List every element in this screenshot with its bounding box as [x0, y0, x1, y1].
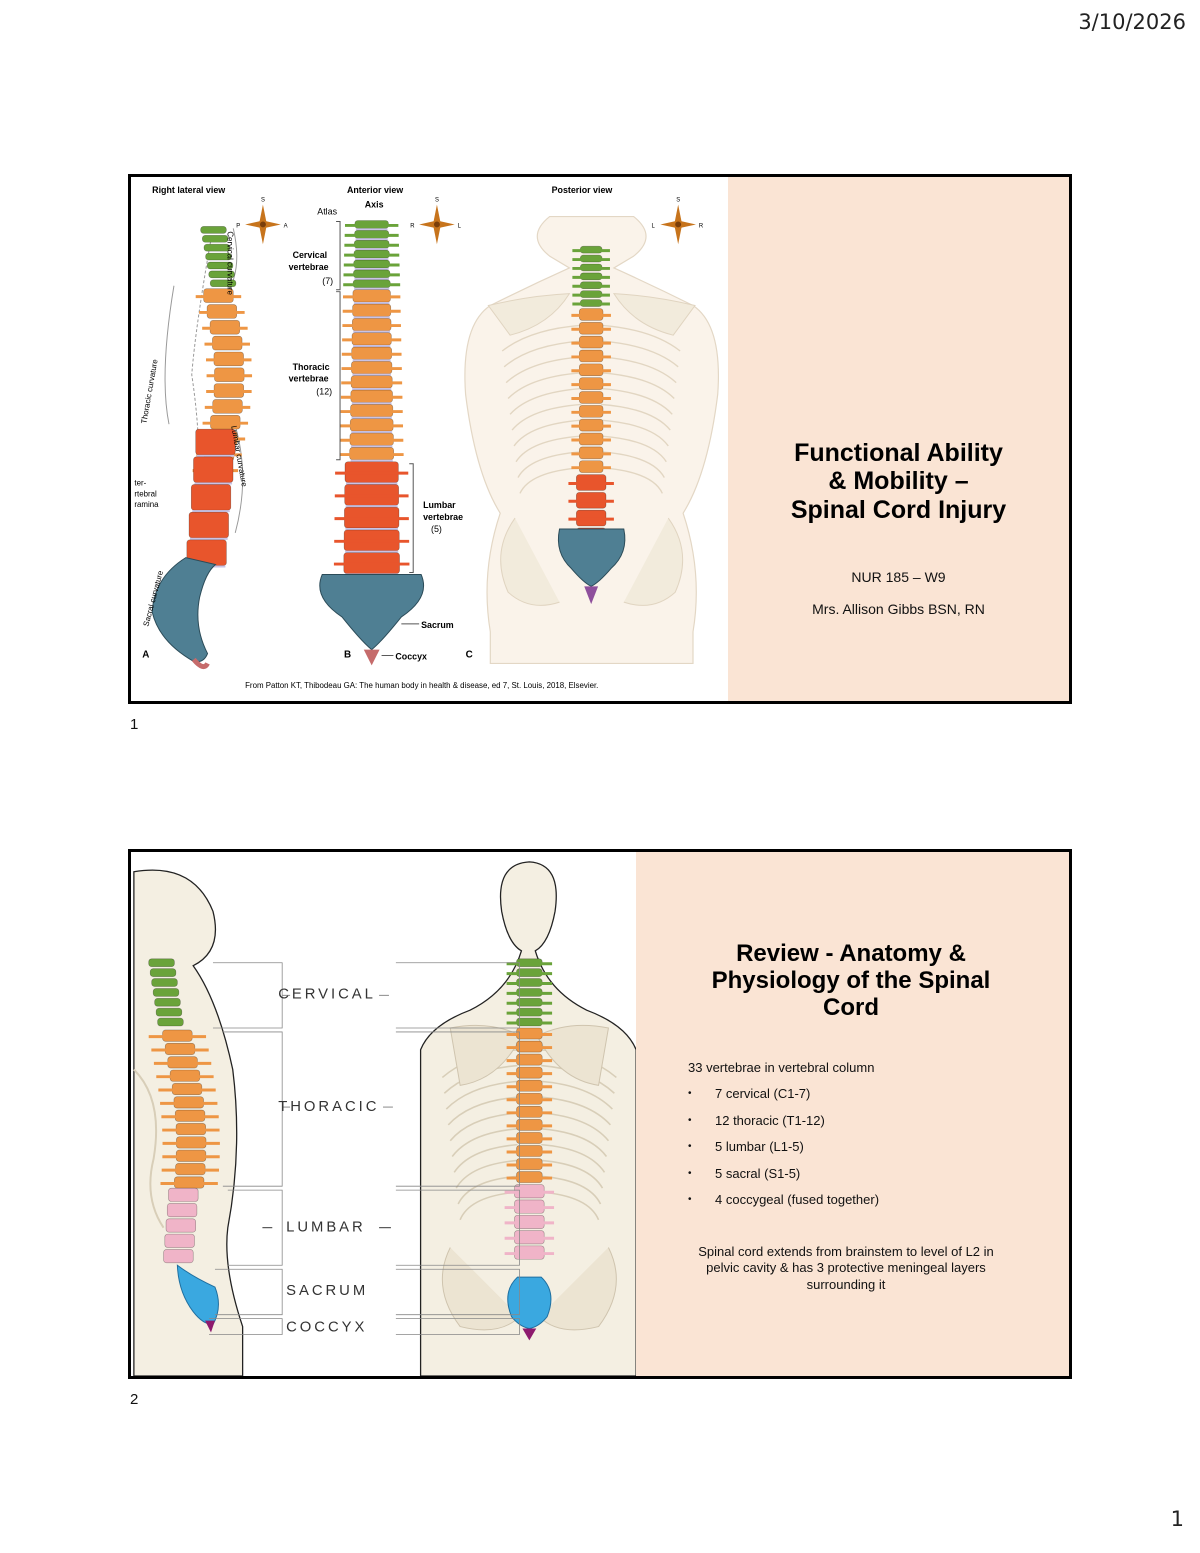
slide-1-title-line-2: & Mobility – [728, 467, 1069, 495]
intervertebral-disc [345, 528, 398, 530]
slide-2-number: 2 [130, 1391, 138, 1408]
figure-caption: From Patton KT, Thibodeau GA: The human … [245, 681, 598, 690]
page-number: 1 [1171, 1507, 1184, 1531]
svg-text:S: S [435, 198, 439, 204]
panel-letter-c: C [466, 649, 473, 660]
panel-letter-b: B [344, 649, 351, 660]
vertebra [155, 998, 181, 1006]
list-item: 7 cervical (C1-7) [688, 1086, 879, 1113]
spinal-cord-note: Spinal cord extends from brainstem to le… [681, 1244, 1011, 1293]
list-item: 5 sacral (S1-5) [688, 1166, 879, 1193]
anterior-view-label: Anterior view [347, 185, 403, 195]
slide-2-title-line-3: Cord [676, 994, 1026, 1021]
vertebrae-list: 7 cervical (C1-7) 12 thoracic (T1-12) 5 … [688, 1086, 879, 1219]
vertebra [150, 969, 176, 977]
intervertebral-foramina-label-2: rtebral [134, 489, 157, 498]
course-code: NUR 185 – W9 [728, 569, 1069, 585]
spine-views-figure: Right lateral view Anterior view Posteri… [131, 177, 731, 701]
spine-illustration: Right lateral view Anterior view Posteri… [131, 177, 731, 701]
vertebra [158, 1018, 184, 1026]
lumbar-vertebrae-label-3: (5) [431, 524, 442, 534]
svg-text:A: A [284, 223, 288, 229]
list-item: 4 coccygeal (fused together) [688, 1192, 879, 1219]
vertebra [152, 979, 178, 987]
vertebra [149, 959, 175, 967]
slide-2-text-panel: Review - Anatomy & Physiology of the Spi… [636, 852, 1069, 1376]
intervertebral-foramina-label-1: ter- [134, 478, 146, 487]
sacrum-label: Sacrum [421, 620, 454, 630]
sacrum-region-label: SACRUM [286, 1283, 368, 1299]
slide-1-title: Functional Ability & Mobility – Spinal C… [728, 439, 1069, 524]
coccyx-label: Coccyx [395, 651, 427, 661]
slide-2: CERVICAL THORACIC LUMBAR SACRUM COCCYX R… [128, 849, 1072, 1379]
vertebra [193, 457, 233, 483]
intervertebral-disc [352, 417, 392, 419]
slide-2-title: Review - Anatomy & Physiology of the Spi… [676, 940, 1026, 1021]
lumbar-vertebrae-label-2: vertebrae [423, 512, 463, 522]
vertebra [168, 1188, 198, 1201]
axis-label: Axis [365, 200, 384, 210]
slide-1-text-panel: Functional Ability & Mobility – Spinal C… [728, 177, 1069, 701]
cervical-vertebrae-label-2: vertebrae [289, 262, 329, 272]
vertebra [167, 1203, 197, 1216]
vertebra [156, 1008, 182, 1016]
slide-1-number: 1 [130, 716, 138, 733]
vertebrae-count-intro: 33 vertebrae in vertebral column [688, 1060, 874, 1075]
slide-1-title-line-3: Spinal Cord Injury [728, 496, 1069, 524]
thoracic-vertebrae-label-1: Thoracic [293, 362, 330, 372]
intervertebral-disc [356, 228, 388, 230]
vertebra [165, 1234, 195, 1247]
intervertebral-disc [345, 551, 398, 553]
slide-2-title-line-1: Review - Anatomy & [676, 940, 1026, 967]
slide-1-title-line-1: Functional Ability [728, 439, 1069, 467]
intervertebral-foramina-label-3: ramina [134, 500, 159, 509]
intervertebral-disc [356, 238, 388, 240]
vertebra [191, 484, 231, 510]
spine-regions-illustration: CERVICAL THORACIC LUMBAR SACRUM COCCYX [131, 852, 639, 1376]
cervical-vertebrae-label-3: (7) [322, 276, 333, 286]
vertebra [153, 988, 179, 996]
svg-text:S: S [676, 198, 680, 204]
thoracic-region-label: THORACIC [278, 1099, 379, 1115]
right-lateral-view-label: Right lateral view [152, 185, 225, 195]
vertebra [164, 1249, 194, 1262]
list-item: 5 lumbar (L1-5) [688, 1139, 879, 1166]
vertebra [202, 235, 228, 242]
svg-text:R: R [410, 223, 414, 229]
lumbar-region-label: LUMBAR [286, 1220, 366, 1236]
panel-letter-a: A [142, 649, 149, 660]
vertebra [166, 1219, 196, 1232]
vertebra [189, 512, 229, 538]
page-date: 3/10/2026 [1078, 10, 1186, 34]
intervertebral-disc [192, 510, 230, 512]
thoracic-vertebrae-label-2: vertebrae [289, 374, 329, 384]
svg-text:S: S [261, 198, 265, 204]
svg-text:R: R [699, 223, 703, 229]
spine-regions-figure: CERVICAL THORACIC LUMBAR SACRUM COCCYX [131, 852, 639, 1376]
vertebra [196, 429, 236, 455]
cervical-vertebrae-label-1: Cervical [293, 250, 328, 260]
intervertebral-disc [190, 538, 228, 540]
svg-text:P: P [236, 223, 240, 229]
cervical-curvature-label: Cervical curvature [225, 231, 234, 295]
coccyx-region-label: COCCYX [286, 1320, 367, 1336]
atlas-label: Atlas [317, 207, 337, 217]
posterior-view-label: Posterior view [552, 185, 613, 195]
lumbar-vertebrae-label-1: Lumbar [423, 500, 456, 510]
cervical-region-label: CERVICAL [278, 986, 376, 1002]
slide-1: Right lateral view Anterior view Posteri… [128, 174, 1072, 704]
thoracic-vertebrae-label-3: (12) [316, 387, 332, 397]
vertebra [201, 226, 227, 233]
list-item: 12 thoracic (T1-12) [688, 1113, 879, 1140]
slide-2-title-line-2: Physiology of the Spinal [676, 967, 1026, 994]
instructor-name: Mrs. Allison Gibbs BSN, RN [728, 601, 1069, 617]
